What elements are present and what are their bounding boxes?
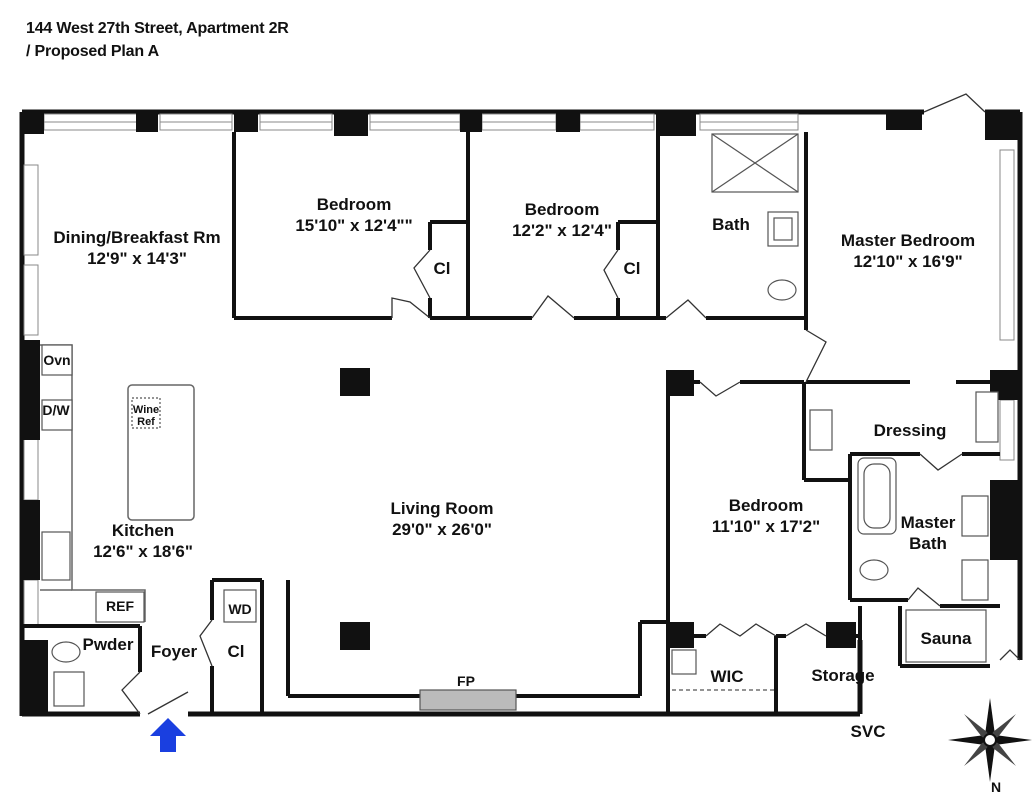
interior-walls <box>22 132 1000 714</box>
master-bedroom-size: 12'10" x 16'9" <box>853 252 962 271</box>
dishwasher-icon <box>41 399 73 431</box>
wine-ref-line1: Wine <box>133 404 159 416</box>
cooktop-icon <box>41 531 71 581</box>
bedroom2-size: 12'2" x 12'4" <box>512 221 612 240</box>
doors <box>121 93 1021 715</box>
exterior-walls <box>19 109 1023 717</box>
storage-name: Storage <box>811 666 874 685</box>
powder-name: Pwder <box>82 635 133 654</box>
compass-north-label: N <box>991 779 1001 795</box>
closet1-label: Cl <box>434 259 451 278</box>
sink-icon <box>961 495 989 537</box>
kitchen-name: Kitchen <box>112 521 174 540</box>
dining-room-size: 12'9" x 14'3" <box>87 249 187 268</box>
sauna-name: Sauna <box>920 629 972 648</box>
fireplace-label: FP <box>457 673 475 689</box>
master-bath-line1: Master <box>901 513 956 532</box>
washer-dryer-label: WD <box>228 601 251 617</box>
dresser-icon <box>975 391 999 443</box>
refrigerator-icon <box>95 591 145 623</box>
wall-piers <box>22 112 1020 714</box>
sink-icon <box>53 671 85 707</box>
toilet-icon <box>859 559 889 581</box>
master-bath-line2: Bath <box>909 534 947 553</box>
compass-icon <box>948 698 1032 782</box>
foyer-name: Foyer <box>151 642 198 661</box>
bedroom1-name: Bedroom <box>317 195 392 214</box>
wine-ref-line2: Ref <box>137 416 155 428</box>
wic-name: WIC <box>710 667 743 686</box>
plan-title-line2: / Proposed Plan A <box>26 43 159 60</box>
plan-title-line1: 144 West 27th Street, Apartment 2R <box>26 20 289 37</box>
master-bedroom-name: Master Bedroom <box>841 231 975 250</box>
closet2-label: Cl <box>624 259 641 278</box>
fireplace-icon <box>419 689 517 711</box>
bedroom2-name: Bedroom <box>525 200 600 219</box>
dressing-name: Dressing <box>874 421 947 440</box>
right-windows <box>999 149 1015 461</box>
bedroom3-size: 11'10" x 17'2" <box>712 517 820 536</box>
oven-icon <box>41 344 73 376</box>
sink-icon <box>961 559 989 601</box>
bath-name: Bath <box>712 215 750 234</box>
living-room-size: 29'0" x 26'0" <box>392 520 492 539</box>
washer-dryer-icon <box>223 589 257 623</box>
bedroom3-name: Bedroom <box>729 496 804 515</box>
shelf-icon <box>671 649 697 675</box>
sauna-bench-icon <box>905 609 987 663</box>
dresser-icon <box>809 409 833 451</box>
toilet-icon <box>767 279 797 301</box>
dishwasher-label: D/W <box>42 402 70 418</box>
fixtures <box>41 133 999 711</box>
wine-fridge-icon <box>131 397 161 429</box>
toilet-icon <box>51 641 81 663</box>
closet3-label: Cl <box>228 642 245 661</box>
ref-label: REF <box>106 598 134 614</box>
service-label: SVC <box>851 722 886 741</box>
entry-arrow-icon <box>150 718 186 752</box>
bedroom1-size: 15'10" x 12'4"" <box>295 216 412 235</box>
dining-room-name: Dining/Breakfast Rm <box>53 228 220 247</box>
living-room-name: Living Room <box>391 499 494 518</box>
oven-label: Ovn <box>43 352 70 368</box>
kitchen-size: 12'6" x 18'6" <box>93 542 193 561</box>
